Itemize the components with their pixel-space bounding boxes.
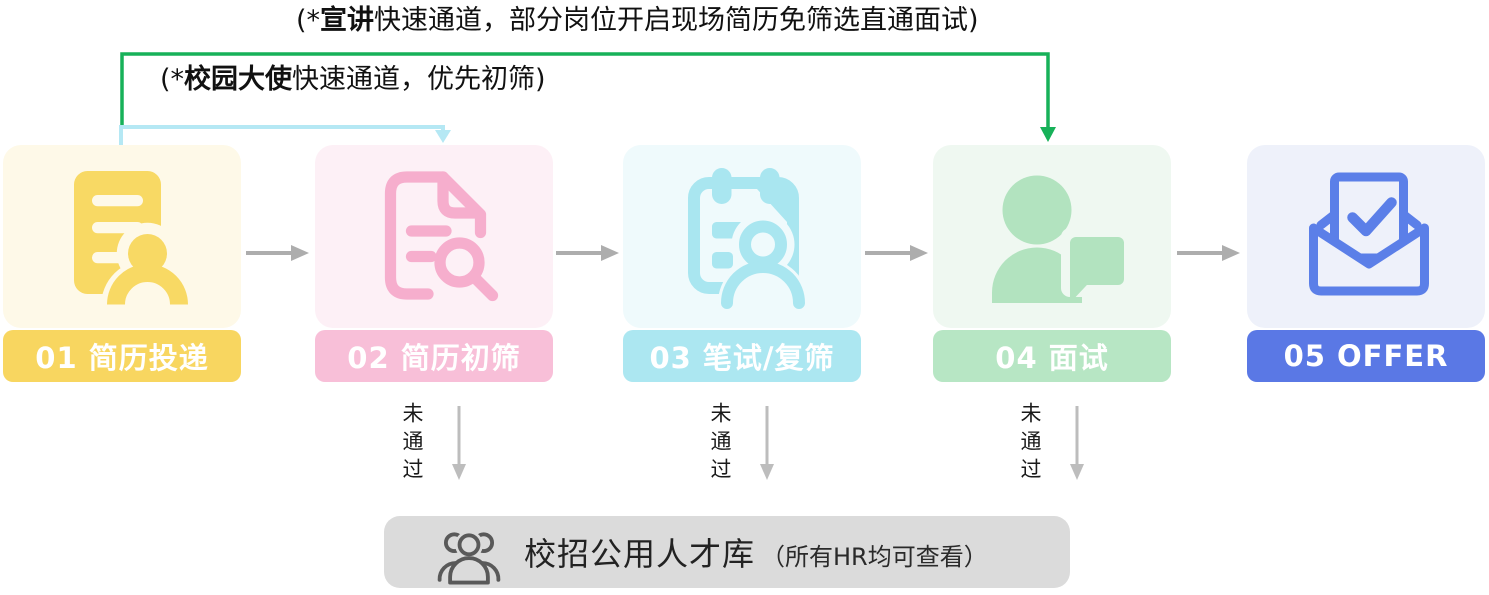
- arrow-right-icon: [1177, 245, 1240, 261]
- talent-pool-text: 校招公用人才库 （所有HR均可查看）: [524, 529, 988, 575]
- stage-label-written-test: 03 笔试/复筛: [623, 330, 861, 382]
- interview-icon: [992, 175, 1127, 303]
- fail-label: 未通过: [1018, 402, 1042, 486]
- annotation-prefix: (*: [160, 64, 185, 95]
- arrow-right-icon: [246, 245, 309, 261]
- resume-icon: [74, 170, 194, 306]
- stage-icon-area: [623, 145, 861, 328]
- stage-icon-area: [315, 145, 553, 328]
- cyan-arrowhead-icon: [435, 130, 451, 143]
- green-arrowhead-icon: [1040, 127, 1056, 142]
- annotation-bold: 校园大使: [184, 64, 293, 95]
- arrow-down-icon: [1070, 406, 1084, 480]
- arrow-down-icon: [452, 406, 466, 480]
- stage-label-resume-submission: 01 简历投递: [3, 330, 241, 382]
- arrow-right-icon: [865, 245, 928, 261]
- fast-track-lines: [119, 52, 1056, 146]
- arrow-right-icon: [556, 245, 619, 261]
- stage-card-interview: 04 面试: [933, 145, 1171, 382]
- stage-card-written-test: 03 笔试/复筛: [623, 145, 861, 382]
- stage-icon-area: [933, 145, 1171, 328]
- people-group-icon: [437, 530, 501, 585]
- stage-label-interview: 04 面试: [933, 330, 1171, 382]
- offer-icon: [1309, 172, 1429, 295]
- fail-label: 未通过: [400, 402, 424, 486]
- fail-label: 未通过: [708, 402, 732, 486]
- stage-icon-area: [3, 145, 241, 328]
- talent-pool-subtitle: （所有HR均可查看）: [761, 543, 988, 571]
- stage-icon-area: [1247, 145, 1485, 328]
- stage-card-offer: 05 OFFER: [1247, 145, 1485, 382]
- stage-card-resume-submission: 01 简历投递: [3, 145, 241, 382]
- stage-card-resume-screening: 02 简历初筛: [315, 145, 553, 382]
- cyan-fast-track-line: [119, 125, 445, 146]
- resume-screening-icon: [384, 170, 499, 301]
- annotation-rest: 快速通道，部分岗位开启现场简历免筛选直通面试): [374, 5, 979, 36]
- green-fast-track-line: [120, 52, 1050, 128]
- arrow-down-icon: [760, 406, 774, 480]
- annotation-campus-ambassador-fast-track: (*校园大使快速通道，优先初筛): [160, 64, 546, 96]
- fail-branch-interview: 未通过: [988, 402, 1116, 486]
- stage-label-offer: 05 OFFER: [1247, 330, 1485, 382]
- annotation-presentation-fast-track: (*宣讲快速通道，部分岗位开启现场简历免筛选直通面试): [296, 5, 979, 37]
- annotation-bold: 宣讲: [320, 5, 375, 36]
- annotation-rest: 快速通道，优先初筛): [292, 64, 546, 95]
- fail-branch-written-test: 未通过: [678, 402, 806, 486]
- stage-label-resume-screening: 02 简历初筛: [315, 330, 553, 382]
- annotation-prefix: (*: [296, 5, 321, 36]
- fail-branch-resume-screening: 未通过: [370, 402, 498, 486]
- talent-pool-box: 校招公用人才库 （所有HR均可查看）: [384, 516, 1070, 588]
- talent-pool-title: 校招公用人才库: [524, 535, 756, 573]
- written-test-icon: [688, 167, 808, 309]
